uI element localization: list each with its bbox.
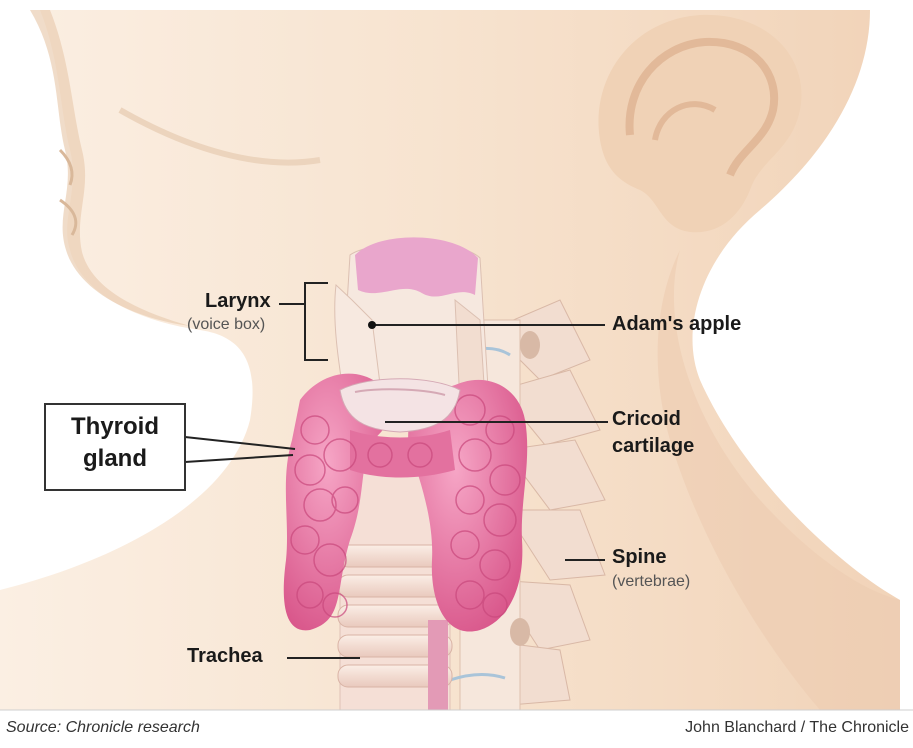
trachea-label: Trachea [187,645,263,668]
adams-apple-label: Adam's apple [612,313,741,336]
spine-label: Spine [612,546,666,569]
thyroid-label-line1: Thyroid [46,411,184,443]
thyroid-gland-callout: Thyroid gland [44,403,186,491]
cricoid-label-line1: Cricoid [612,408,681,431]
source-credit: Source: Chronicle research [6,719,200,737]
spine-sublabel: (vertebrae) [612,573,690,591]
adams-apple-dot [368,321,376,329]
author-credit: John Blanchard / The Chronicle [685,719,909,737]
cricoid-label-line2: cartilage [612,435,694,458]
thyroid-label-line2: gland [46,443,184,475]
larynx-sublabel: (voice box) [187,316,265,334]
larynx-label: Larynx [205,290,271,313]
